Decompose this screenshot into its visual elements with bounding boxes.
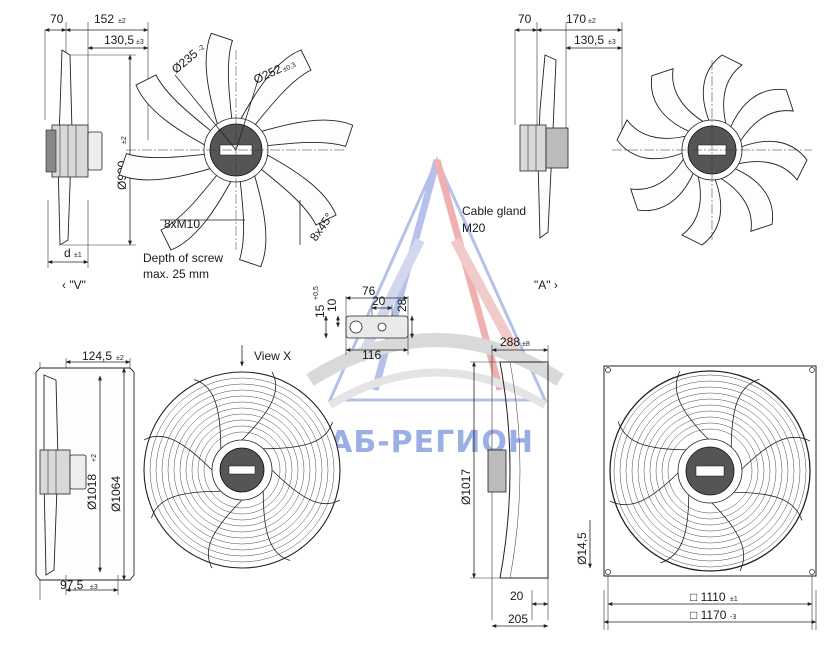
dim-288-tol: ±8: [522, 341, 530, 348]
dim-124: 124,5: [82, 349, 112, 363]
dim-28: 28: [395, 298, 409, 312]
dim-152: 152: [94, 12, 114, 26]
dim-124-tol: ±2: [116, 355, 124, 362]
dim-8xm10: 8xM10: [164, 217, 200, 231]
note-depth-screw-2: max. 25 mm: [143, 267, 209, 281]
dim-1017: Ø1017: [459, 469, 473, 505]
dim-1018: Ø1018: [85, 474, 99, 510]
dim-15: 15: [313, 304, 327, 318]
dim-97-tol: ±3: [90, 584, 98, 591]
side-view-top-left: [44, 22, 149, 268]
side-view-bottom-mid: [470, 345, 549, 628]
dim-130-tol-top-left: ±3: [136, 39, 144, 46]
dim-116: 116: [362, 348, 381, 362]
note-cable-gland-1: Cable gland: [462, 204, 526, 218]
dim-170-tol: ±2: [588, 18, 596, 25]
dim-990-tol: ±2: [121, 136, 128, 144]
dim-1170-tol: -3: [730, 614, 736, 621]
note-depth-screw-1: Depth of screw: [143, 251, 223, 265]
dim-235: Ø235: [169, 46, 201, 76]
dim-d-tol: ±1: [74, 252, 82, 259]
dim-235-tol: -2: [197, 44, 206, 53]
bracket-detail: [324, 296, 414, 355]
dim-70-top-right: 70: [518, 12, 532, 26]
dim-14-5: Ø14,5: [575, 532, 589, 565]
side-view-bottom-left: [35, 358, 135, 600]
fan-guard-front-view: [143, 371, 341, 569]
dim-d: d: [64, 246, 71, 260]
dim-20-bracket: 20: [372, 294, 386, 308]
watermark-logo: [306, 156, 564, 409]
dim-70-top-left: 70: [50, 12, 64, 26]
dim-288: 288: [500, 335, 520, 349]
side-view-top-right: [514, 22, 623, 239]
dim-1110-tol: ±1: [730, 596, 738, 603]
view-a-label: "A" ›: [534, 278, 558, 292]
dim-76: 76: [362, 284, 376, 298]
dim-152-tol: ±2: [118, 18, 126, 25]
dim-1170: □ 1170: [690, 608, 727, 622]
note-cable-gland-2: M20: [462, 221, 486, 235]
dim-1018-tol: +2: [91, 454, 98, 462]
dim-205: 205: [508, 612, 528, 626]
dim-1064: Ø1064: [109, 476, 123, 512]
dim-20-bottom: 20: [510, 589, 524, 603]
dim-1110: □ 1110: [690, 590, 726, 604]
view-v-label: ‹ "V": [62, 278, 86, 292]
dim-130-tol-top-right: ±3: [608, 39, 616, 46]
fan-panel-front-view: [588, 365, 817, 630]
dim-130-top-left: 130,5: [104, 33, 134, 47]
dim-97: 97,5: [60, 578, 84, 592]
view-x-label: View X: [254, 349, 291, 363]
fan-front-view-a: [612, 54, 812, 246]
dim-10: 10: [325, 298, 339, 312]
fan-front-view-v: [118, 32, 354, 268]
dim-170: 170: [566, 12, 586, 26]
dim-130-top-right: 130,5: [574, 33, 604, 47]
dim-15-tol: +0,5: [313, 286, 320, 300]
